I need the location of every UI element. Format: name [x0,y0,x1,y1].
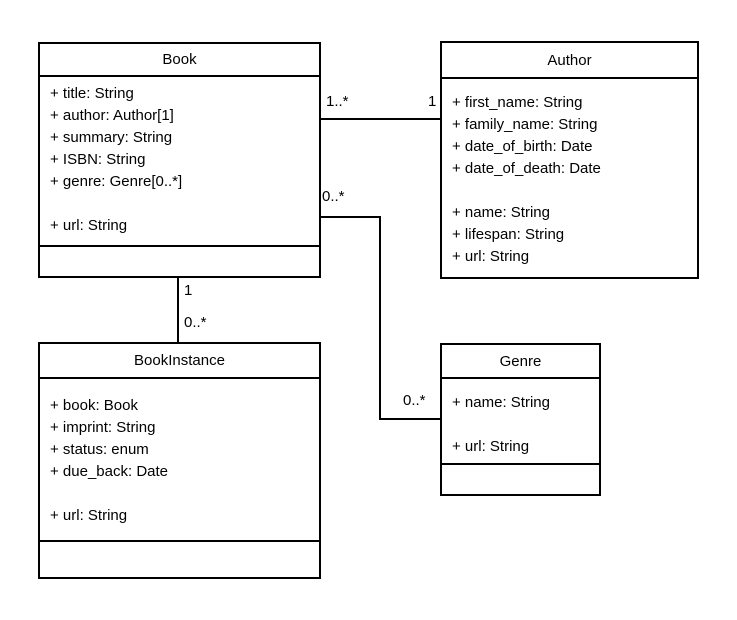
class-title-genre: Genre [442,345,599,379]
attribute-line: + name: String [452,204,550,221]
multiplicity-book-author-target: 1 [428,93,437,110]
class-box-bookinstance: BookInstance + book: Book + imprint: Str… [38,342,321,579]
attribute-line-blank [50,193,313,215]
multiplicity-book-bookinstance-source: 1 [184,282,193,299]
attribute-line: + summary: String [50,129,173,146]
attribute-line: + url: String [452,438,530,455]
class-box-book: Book + title: String + author: Author[1]… [38,42,321,278]
multiplicity-book-genre-target: 0..* [403,392,426,409]
empty-compartment-bookinstance [40,540,319,577]
class-title-author: Author [442,43,697,79]
attribute-line: + title: String [50,85,134,102]
multiplicity-book-author-source: 1..* [326,93,349,110]
multiplicity-book-genre-source: 0..* [322,188,345,205]
class-box-author: Author + first_name: String + family_nam… [440,41,699,279]
attribute-line: + url: String [452,248,530,265]
attribute-line-blank [452,414,593,436]
attribute-line: + author: Author[1] [50,107,174,124]
class-attributes-bookinstance: + book: Book + imprint: String + status:… [40,379,319,540]
empty-compartment-book [40,245,319,276]
attribute-line: + ISBN: String [50,151,146,168]
empty-compartment-genre [442,463,599,494]
attribute-line: + status: enum [50,441,149,458]
class-attributes-author: + first_name: String + family_name: Stri… [442,79,697,277]
class-title-bookinstance: BookInstance [40,344,319,379]
attribute-line: + url: String [50,217,128,234]
class-attributes-genre: + name: String + url: String [442,379,599,463]
attribute-line: + book: Book [50,397,138,414]
attribute-line: + url: String [50,507,128,524]
attribute-line: + date_of_death: Date [452,160,601,177]
attribute-line: + due_back: Date [50,463,169,480]
association-line-book-genre [320,216,440,420]
attribute-line: + first_name: String [452,94,583,111]
class-box-genre: Genre + name: String + url: String [440,343,601,496]
attribute-line: + genre: Genre[0..*] [50,173,183,190]
multiplicity-book-bookinstance-target: 0..* [184,314,207,331]
attribute-line: + lifespan: String [452,226,565,243]
attribute-line-blank [50,483,313,505]
class-attributes-book: + title: String + author: Author[1] + su… [40,77,319,245]
attribute-line: + name: String [452,394,550,411]
class-title-book: Book [40,44,319,77]
attribute-line: + date_of_birth: Date [452,138,593,155]
attribute-line: + imprint: String [50,419,156,436]
attribute-line-blank [452,180,691,202]
attribute-line: + family_name: String [452,116,598,133]
